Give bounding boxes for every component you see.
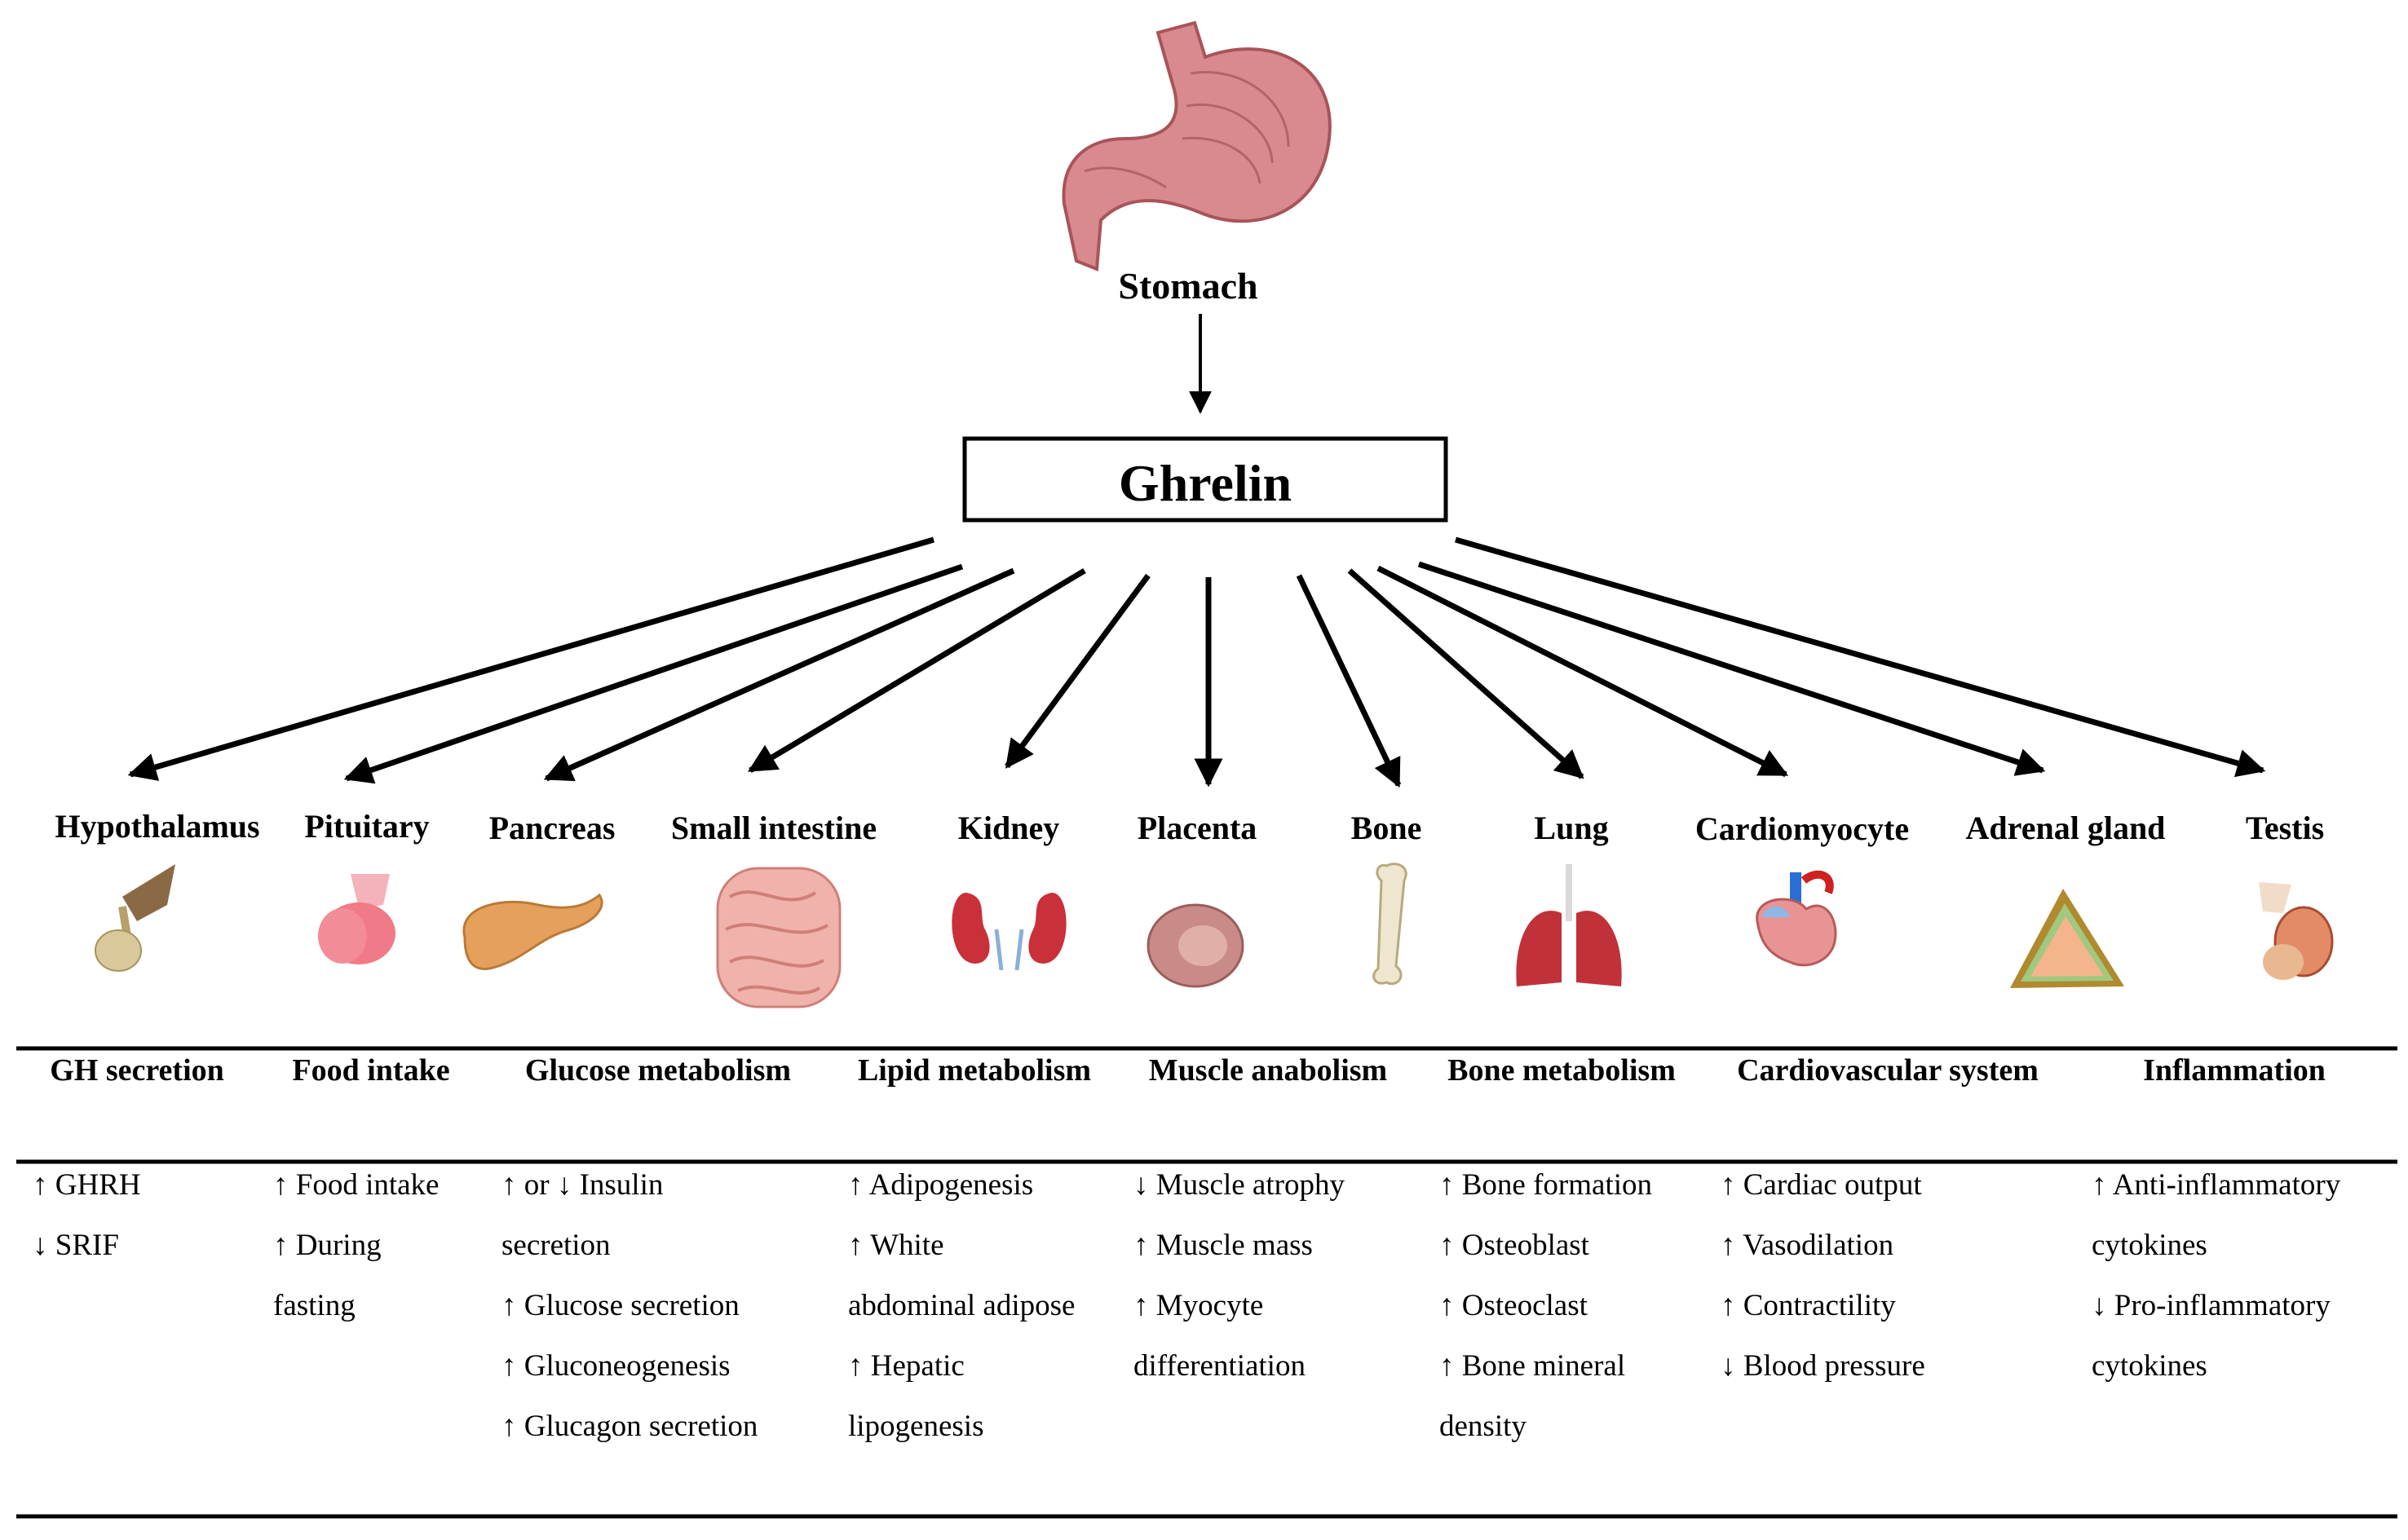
- ghrelin-label: Ghrelin: [1119, 454, 1292, 512]
- target-label-testis: Testis: [2246, 810, 2324, 846]
- table-cell-line: ↑ Cardiac output: [1721, 1168, 1922, 1202]
- table-header: Lipid metabolism: [858, 1053, 1091, 1088]
- target-label-placenta: Placenta: [1138, 810, 1257, 846]
- bone-icon: [1372, 863, 1407, 986]
- table-cell-line: lipogenesis: [848, 1410, 983, 1443]
- table-cell-line: secretion: [501, 1229, 611, 1262]
- table-cell-line: ↓ Muscle atrophy: [1133, 1168, 1345, 1202]
- table-header: Bone metabolism: [1447, 1053, 1676, 1088]
- table-cell-line: ↑ Osteoblast: [1439, 1229, 1590, 1262]
- hypothalamus-icon: [95, 864, 175, 972]
- table-header: GH secretion: [50, 1053, 224, 1088]
- table-cell-line: differentiation: [1133, 1349, 1306, 1383]
- arrow-to-pituitary: [343, 563, 964, 784]
- table-cell-line: density: [1439, 1410, 1527, 1443]
- target-label-pituitary: Pituitary: [304, 808, 429, 845]
- table-cell-line: ↓ Blood pressure: [1721, 1349, 1925, 1383]
- target-label-lung: Lung: [1534, 810, 1608, 846]
- table-header: Glucose metabolism: [525, 1053, 791, 1088]
- table-cell-line: ↑ Adipogenesis: [848, 1168, 1033, 1202]
- table-cell-line: ↑ White: [848, 1229, 944, 1262]
- stomach-icon: [1062, 20, 1332, 271]
- table-cell-line: ↓ Pro-inflammatory: [2092, 1289, 2331, 1322]
- arrow-to-hypothalamus: [127, 536, 934, 781]
- arrow-to-bone: [1296, 574, 1402, 788]
- arrow-to-pancreas: [543, 567, 1015, 782]
- table-cell-line: ↑ Muscle mass: [1133, 1229, 1313, 1262]
- arrow-to-adrenal-gland: [1417, 561, 2046, 776]
- lung-icon: [1516, 864, 1622, 986]
- kidney-icon: [952, 893, 1067, 971]
- table-cell-line: ↑ Contractility: [1721, 1289, 1896, 1322]
- table-cell-line: cytokines: [2092, 1349, 2207, 1383]
- table-cells: ↑ GHRH ↓ SRIF ↑ Food intake ↑ During fasting…: [33, 1168, 2341, 1443]
- table-header: Inflammation: [2143, 1053, 2326, 1088]
- arrow-to-small-intestine: [747, 567, 1086, 774]
- small-intestine-icon: [716, 867, 842, 1008]
- table-cell-line: ↑ Vasodilation: [1721, 1229, 1893, 1262]
- table-cell-line: ↑ GHRH: [33, 1168, 141, 1202]
- table-cell-line: ↑ Gluconeogenesis: [501, 1349, 731, 1383]
- table-headers: GH secretion Food intake Glucose metabolis…: [50, 1053, 2326, 1088]
- arrow-to-testis: [1455, 536, 2266, 778]
- arrow-to-lung: [1347, 568, 1584, 779]
- table-cell-line: fasting: [273, 1289, 356, 1322]
- target-label-adrenal-gland: Adrenal gland: [1966, 810, 2166, 846]
- table-cell-line: ↑ Bone mineral: [1439, 1349, 1625, 1383]
- table-cell-line: abdominal adipose: [848, 1289, 1075, 1322]
- table-cell-line: ↑ or ↓ Insulin: [501, 1168, 663, 1202]
- target-label-bone: Bone: [1351, 810, 1422, 846]
- arrow-to-kidney: [1005, 573, 1151, 769]
- table-cell-line: ↑ Myocyte: [1133, 1289, 1263, 1322]
- table-cell-line: cytokines: [2092, 1229, 2207, 1262]
- target-label-cardiomyocyte: Cardiomyocyte: [1695, 810, 1909, 847]
- pituitary-icon: [318, 874, 395, 964]
- table-cell-line: ↑ Glucagon secretion: [501, 1410, 758, 1443]
- heart-icon: [1756, 870, 1837, 967]
- pancreas-icon: [462, 893, 603, 970]
- table-cell-line: ↑ Osteoclast: [1439, 1289, 1588, 1322]
- table-header: Food intake: [292, 1053, 449, 1088]
- table-cell-line: ↑ Food intake: [273, 1168, 439, 1202]
- table-header: Cardiovascular system: [1737, 1053, 2039, 1088]
- table-cell-line: ↑ During: [273, 1229, 382, 1262]
- table-header: Muscle anabolism: [1149, 1053, 1387, 1088]
- target-label-hypothalamus: Hypothalamus: [55, 808, 259, 845]
- adrenal-gland-icon: [2010, 889, 2124, 988]
- table-cell-line: ↑ Hepatic: [848, 1349, 965, 1383]
- table-cell-line: ↓ SRIF: [33, 1229, 119, 1262]
- target-label-kidney: Kidney: [958, 810, 1059, 846]
- table-cell-line: ↑ Glucose secretion: [501, 1289, 740, 1322]
- ghrelin-box: [962, 436, 1448, 523]
- table-cell-line: ↑ Anti-inflammatory: [2092, 1168, 2341, 1202]
- target-label-pancreas: Pancreas: [489, 810, 616, 846]
- stomach-label: Stomach: [1118, 265, 1257, 307]
- placenta-icon: [1147, 903, 1244, 988]
- testis-icon: [2259, 882, 2334, 980]
- target-label-small-intestine: Small intestine: [671, 810, 877, 846]
- arrow-to-cardiomyocyte: [1376, 565, 1789, 778]
- table-cell-line: ↑ Bone formation: [1439, 1168, 1652, 1202]
